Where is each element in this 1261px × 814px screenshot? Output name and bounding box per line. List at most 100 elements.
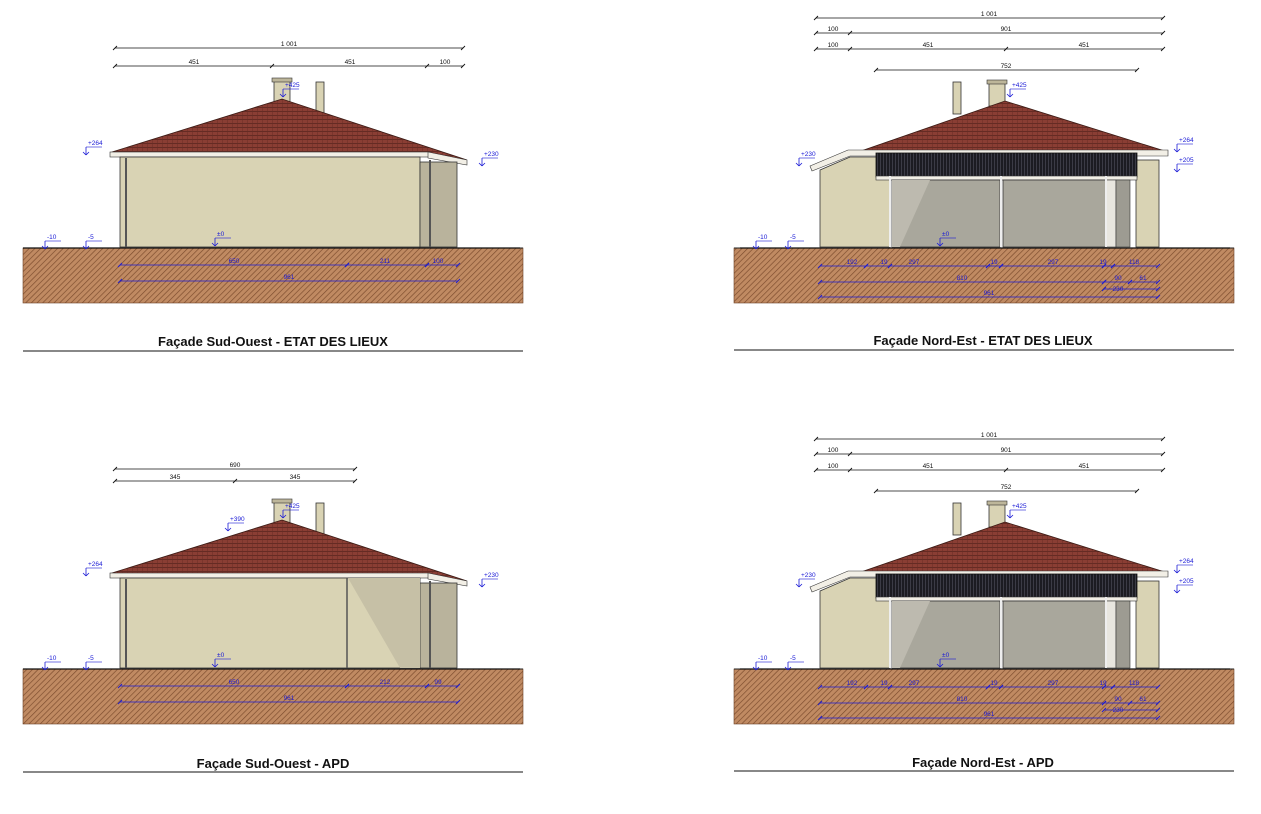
ground-section: [22, 247, 524, 304]
dimension-label: 961: [284, 695, 295, 702]
bay-window: [1002, 600, 1107, 669]
wall: [119, 156, 421, 248]
level-marker: +264: [1179, 558, 1194, 565]
glass-reflection: [892, 180, 930, 247]
panel-title: Façade Nord-Est - APD: [912, 755, 1054, 770]
dimension-label: 1 001: [981, 11, 998, 18]
ground-section: [22, 668, 524, 725]
post: [1105, 179, 1117, 248]
dimension-label: 451: [923, 463, 934, 470]
dimension-label: 901: [1001, 447, 1012, 454]
chimney: [315, 81, 325, 115]
post: [1115, 600, 1131, 669]
chimney: [952, 502, 962, 536]
dimension-label: 61: [1139, 275, 1147, 282]
dimension-label: 297: [909, 259, 920, 266]
dimension-label: 212: [380, 679, 391, 686]
chimney: [952, 81, 962, 115]
level-marker: -5: [88, 655, 94, 662]
chimney: [315, 502, 325, 536]
dimension-label: 230: [1113, 707, 1124, 714]
dimension-label: 19: [880, 680, 888, 687]
beam: [875, 175, 1138, 181]
level-marker: +425: [1012, 82, 1027, 89]
panel-title: Façade Sud-Ouest - ETAT DES LIEUX: [158, 334, 388, 349]
level-marker: -10: [758, 655, 768, 662]
level-marker: -5: [790, 234, 796, 241]
level-marker: +205: [1179, 578, 1194, 585]
level-marker: ±0: [942, 652, 950, 659]
dimension-label: 451: [1079, 463, 1090, 470]
panel-title: Façade Nord-Est - ETAT DES LIEUX: [873, 333, 1093, 348]
dimension-label: 100: [440, 59, 451, 66]
dimension-label: 99: [434, 679, 442, 686]
dimension-label: 19: [990, 680, 998, 687]
dimension-label: 1 001: [281, 41, 298, 48]
dimension-label: 297: [909, 680, 920, 687]
dimension-label: 211: [380, 258, 391, 265]
level-marker: +230: [484, 151, 499, 158]
ground-section: [733, 247, 1235, 304]
level-marker: -10: [47, 234, 57, 241]
dimension-label: 752: [1001, 63, 1012, 70]
level-marker: +390: [230, 516, 245, 523]
level-marker: -5: [88, 234, 94, 241]
dimension-label: 961: [984, 290, 995, 297]
dimension-label: 100: [828, 42, 839, 49]
dimension-label: 451: [189, 59, 200, 66]
dimension-label: 61: [1139, 696, 1147, 703]
dimension-label: 752: [1001, 484, 1012, 491]
dimension-label: 19: [1099, 259, 1107, 266]
beam: [875, 596, 1138, 602]
dimension-label: 345: [170, 474, 181, 481]
level-marker: +230: [801, 572, 816, 579]
roof: [111, 519, 468, 582]
post: [1105, 600, 1117, 669]
level-marker: +205: [1179, 157, 1194, 164]
dimension-label: 901: [1001, 26, 1012, 33]
roof: [111, 98, 468, 161]
pergola-louvres: [875, 573, 1138, 599]
level-marker: -5: [790, 655, 796, 662]
post: [1115, 179, 1131, 248]
glass-reflection: [892, 601, 930, 668]
dimension-label: 19: [880, 259, 888, 266]
level-marker: +230: [484, 572, 499, 579]
dimension-label: 961: [284, 274, 295, 281]
level-marker: ±0: [217, 231, 225, 238]
level-marker: +425: [285, 82, 300, 89]
level-marker: +425: [285, 503, 300, 510]
dimension-label: 297: [1048, 680, 1059, 687]
dimension-label: 690: [230, 462, 241, 469]
dimension-label: 451: [1079, 42, 1090, 49]
dimension-label: 192: [847, 680, 858, 687]
dimension-label: 297: [1048, 259, 1059, 266]
dimension-label: 650: [229, 258, 240, 265]
wall: [1135, 580, 1160, 669]
dimension-label: 810: [957, 696, 968, 703]
dimension-label: 100: [433, 258, 444, 265]
dimension-label: 650: [229, 679, 240, 686]
wall-side: [419, 161, 458, 248]
dimension-label: 118: [1129, 680, 1140, 687]
level-marker: -10: [47, 655, 57, 662]
dimension-label: 90: [1114, 696, 1122, 703]
wall: [1135, 159, 1160, 248]
level-marker: +230: [801, 151, 816, 158]
dimension-label: 192: [847, 259, 858, 266]
dimension-label: 451: [923, 42, 934, 49]
dimension-label: 19: [990, 259, 998, 266]
level-marker: ±0: [942, 231, 950, 238]
dimension-label: 90: [1114, 275, 1122, 282]
level-marker: +264: [88, 561, 103, 568]
dimension-label: 118: [1129, 259, 1140, 266]
dimension-label: 345: [290, 474, 301, 481]
level-marker: -10: [758, 234, 768, 241]
wall-side: [419, 582, 458, 669]
